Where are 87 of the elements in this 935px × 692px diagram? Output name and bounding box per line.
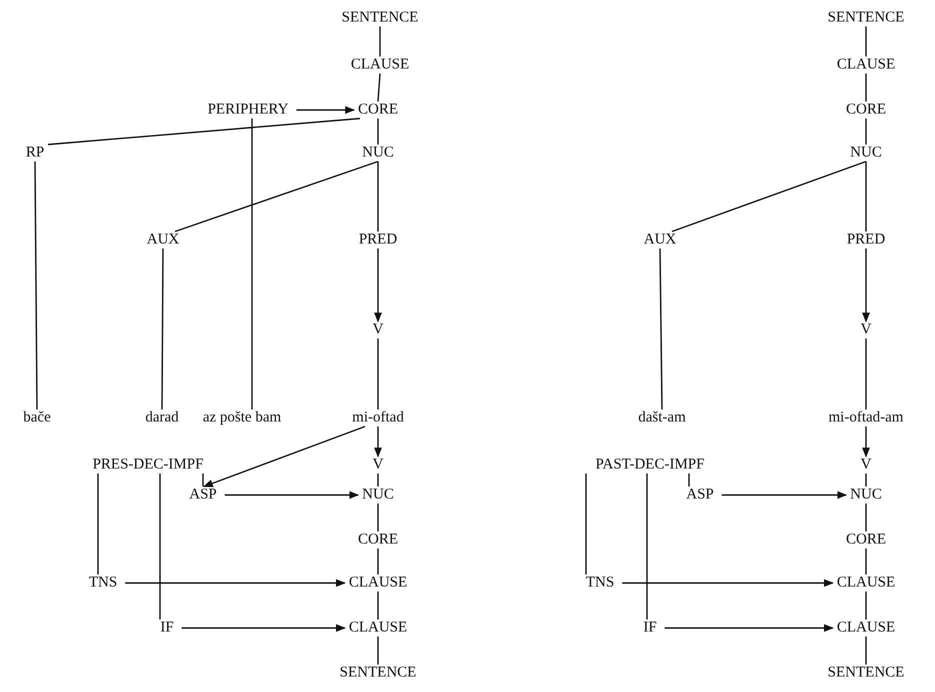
connector-line <box>377 73 381 102</box>
connector-line <box>48 118 360 146</box>
tree-label: PRED <box>846 232 886 248</box>
arrow <box>203 426 366 488</box>
tree-label: ASP <box>686 486 714 504</box>
tree-label: NUC <box>362 144 394 162</box>
connector-line <box>377 162 379 232</box>
connector-line <box>174 160 378 232</box>
connector-line <box>865 338 867 410</box>
arrow <box>664 624 834 632</box>
tree-label: RP <box>26 144 44 162</box>
arrow <box>224 491 360 499</box>
connector-line <box>585 474 587 574</box>
arrow <box>182 624 346 632</box>
connector-line <box>377 548 379 574</box>
tree-label: mi-oftad <box>352 410 404 426</box>
tree-label: bače <box>23 410 51 426</box>
tree-label: SENTENCE <box>828 10 904 26</box>
tree-label: NUC <box>362 486 394 504</box>
arrow <box>622 579 834 587</box>
tree-label: NUC <box>850 486 882 504</box>
tree-label: ASP <box>189 486 217 504</box>
tree-label: SENTENCE <box>340 664 416 682</box>
connector-line <box>379 26 381 56</box>
tree-label: IF <box>160 620 174 636</box>
tree-label: mi-oftad-am <box>828 410 904 426</box>
connector-line <box>865 636 867 664</box>
tree-label: PAST-DEC-IMPF <box>596 456 704 474</box>
tree-label: PERIPHERY <box>208 102 288 118</box>
tree-label: dašt-am <box>638 410 686 426</box>
connector-line <box>688 474 690 486</box>
arrow <box>862 248 870 322</box>
connector-line <box>377 338 379 410</box>
connector-line <box>865 592 867 620</box>
tree-label: CLAUSE <box>836 574 896 592</box>
connector-line <box>865 548 867 574</box>
connector-line <box>161 248 164 410</box>
tree-label: CORE <box>846 532 886 548</box>
connector-line <box>202 474 204 486</box>
tree-label: PRES-DEC-IMPF <box>92 456 204 474</box>
tree-label: IF <box>643 620 657 636</box>
tree-label: CLAUSE <box>348 574 408 592</box>
tree-label: AUX <box>146 232 180 248</box>
connector-line <box>865 74 867 102</box>
tree-label: SENTENCE <box>828 664 904 682</box>
tree-label: CORE <box>846 102 886 118</box>
connector-line <box>251 118 253 410</box>
arrow <box>862 426 870 458</box>
connector-line <box>646 474 648 620</box>
arrow <box>374 248 382 322</box>
arrow <box>296 106 355 114</box>
connector-line <box>377 592 379 620</box>
connector-line <box>865 504 867 532</box>
tree-label: TNS <box>586 574 614 592</box>
connector-line <box>159 474 161 620</box>
tree-label: SENTENCE <box>342 10 418 26</box>
tree-label: CLAUSE <box>836 56 896 74</box>
arrow <box>125 579 346 587</box>
tree-label: CLAUSE <box>348 620 408 636</box>
tree-label: CLAUSE <box>836 620 896 636</box>
tree-label: V <box>860 456 872 474</box>
tree-label: V <box>372 456 384 474</box>
connector-line <box>865 474 867 486</box>
connector-line <box>865 162 867 232</box>
connector-line <box>377 474 379 486</box>
connector-line <box>865 26 867 56</box>
connector-line <box>97 474 99 574</box>
tree-label: TNS <box>88 574 118 592</box>
tree-label: CORE <box>358 102 398 118</box>
tree-label: AUX <box>644 232 676 248</box>
tree-label: az pošte bam <box>202 410 282 426</box>
tree-label: CLAUSE <box>350 56 410 74</box>
connector-line <box>377 504 379 532</box>
arrow <box>374 426 382 458</box>
connector-line <box>659 248 663 410</box>
connector-line <box>672 160 866 232</box>
tree-label: PRED <box>358 232 398 248</box>
tree-label: V <box>372 322 384 338</box>
connector-line <box>377 636 379 664</box>
tree-label: NUC <box>850 144 882 162</box>
tree-label: V <box>860 322 872 338</box>
tree-label: CORE <box>358 532 398 548</box>
connector-line <box>865 118 867 144</box>
connector-line <box>377 118 379 144</box>
arrow <box>722 491 848 499</box>
tree-label: darad <box>145 410 179 426</box>
connector-line <box>34 162 38 410</box>
